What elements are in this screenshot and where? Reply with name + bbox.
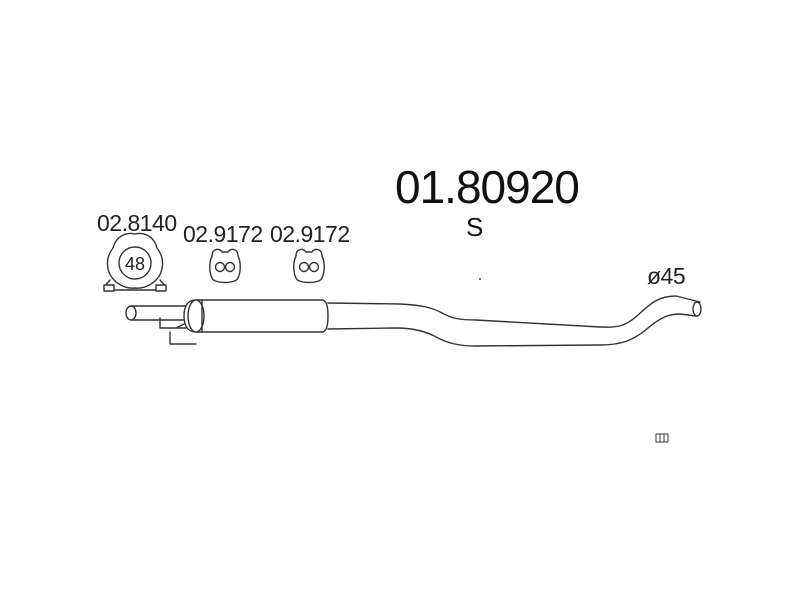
- clamp-size-label: 48: [125, 254, 145, 274]
- variant-code: S: [466, 212, 484, 242]
- pipe-clamp-icon: [103, 232, 167, 292]
- grid-icon: [655, 433, 669, 443]
- hanger-part-label-1: 02.9172: [183, 221, 263, 247]
- center-dot: [479, 278, 481, 280]
- hanger-part-label-2: 02.9172: [270, 221, 350, 247]
- clamp-part-label: 02.8140: [97, 210, 177, 236]
- rubber-hanger-icon: [293, 248, 325, 284]
- rubber-hanger-icon: [209, 248, 241, 284]
- pipe-diameter-label: ø45: [647, 263, 686, 289]
- muffler-body: [175, 299, 329, 333]
- inlet-pipe: [125, 305, 197, 345]
- part-number: 01.80920: [395, 161, 580, 213]
- outlet-pipe: [327, 295, 702, 347]
